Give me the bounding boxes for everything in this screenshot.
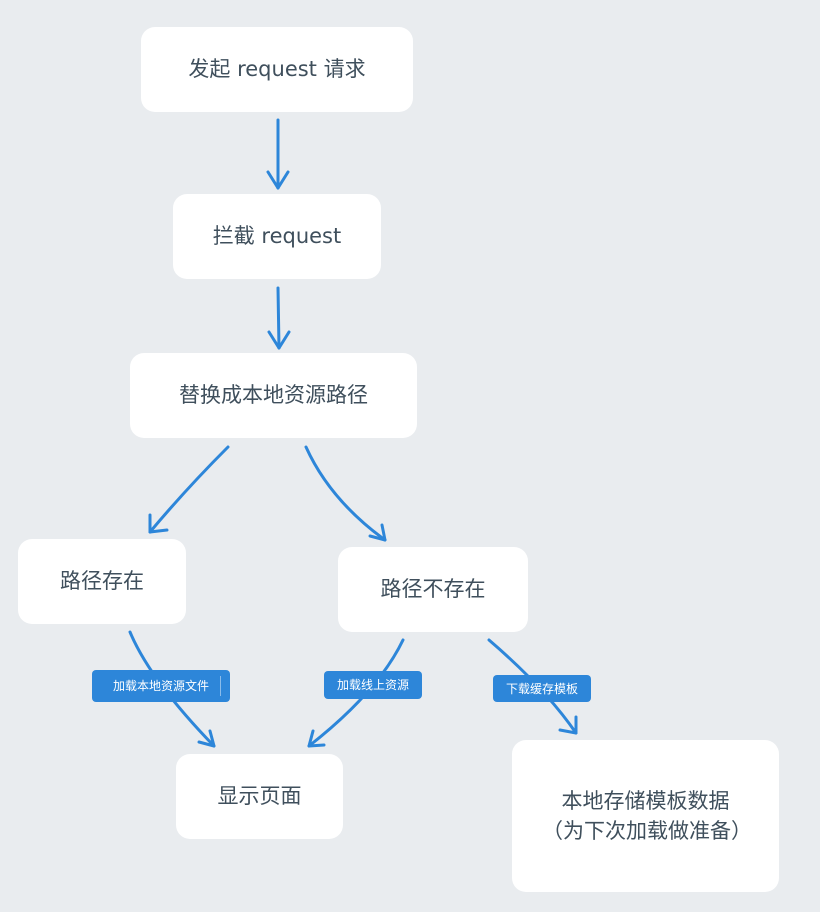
arrowhead-intercept-to-replace (267, 330, 291, 350)
arrowhead-replace-to-not-exists (368, 523, 387, 542)
edge-label-load-online-text: 加载线上资源 (336, 678, 409, 692)
arrowhead-not-exists-to-show (307, 729, 326, 748)
node-path-exists-text: 路径存在 (60, 569, 144, 594)
arrowhead-replace-to-exists (148, 513, 169, 534)
node-path-exists: 路径存在 (18, 539, 186, 624)
edge-replace-to-exists (148, 445, 230, 534)
node-show-page-text: 显示页面 (217, 784, 302, 809)
node-replace-local-path-text: 替换成本地资源路径 (179, 383, 368, 408)
node-send-request: 发起 request 请求 (141, 27, 413, 112)
node-intercept-request-text: 拦截 request (212, 224, 342, 249)
node-path-not-exists-text: 路径不存在 (380, 577, 486, 602)
edge-replace-to-not-exists (304, 445, 387, 542)
node-store-template: 本地存储模板数据（为下次加载做准备） (512, 740, 779, 892)
node-send-request-text: 发起 request 请求 (188, 57, 366, 82)
edge-label-divider (220, 676, 221, 696)
arrowhead-not-exists-to-store (558, 715, 578, 735)
node-store-template-text: 本地存储模板数据（为下次加载做准备） (542, 788, 752, 843)
arrowhead-exists-to-show (197, 729, 216, 748)
node-path-not-exists: 路径不存在 (338, 547, 528, 632)
edge-label-download-cache-text: 下载缓存模板 (505, 681, 578, 696)
arrowhead-send-to-intercept (266, 170, 290, 190)
node-show-page: 显示页面 (176, 754, 343, 839)
node-replace-local-path: 替换成本地资源路径 (130, 353, 417, 438)
edge-label-load-local: 加载本地资源文件 (92, 670, 230, 702)
edge-label-load-local-text: 加载本地资源文件 (112, 679, 209, 693)
edge-label-download-cache: 下载缓存模板 (493, 675, 591, 702)
node-intercept-request: 拦截 request (173, 194, 381, 279)
edge-intercept-to-replace (276, 286, 281, 350)
edge-label-load-online: 加载线上资源 (324, 671, 422, 699)
